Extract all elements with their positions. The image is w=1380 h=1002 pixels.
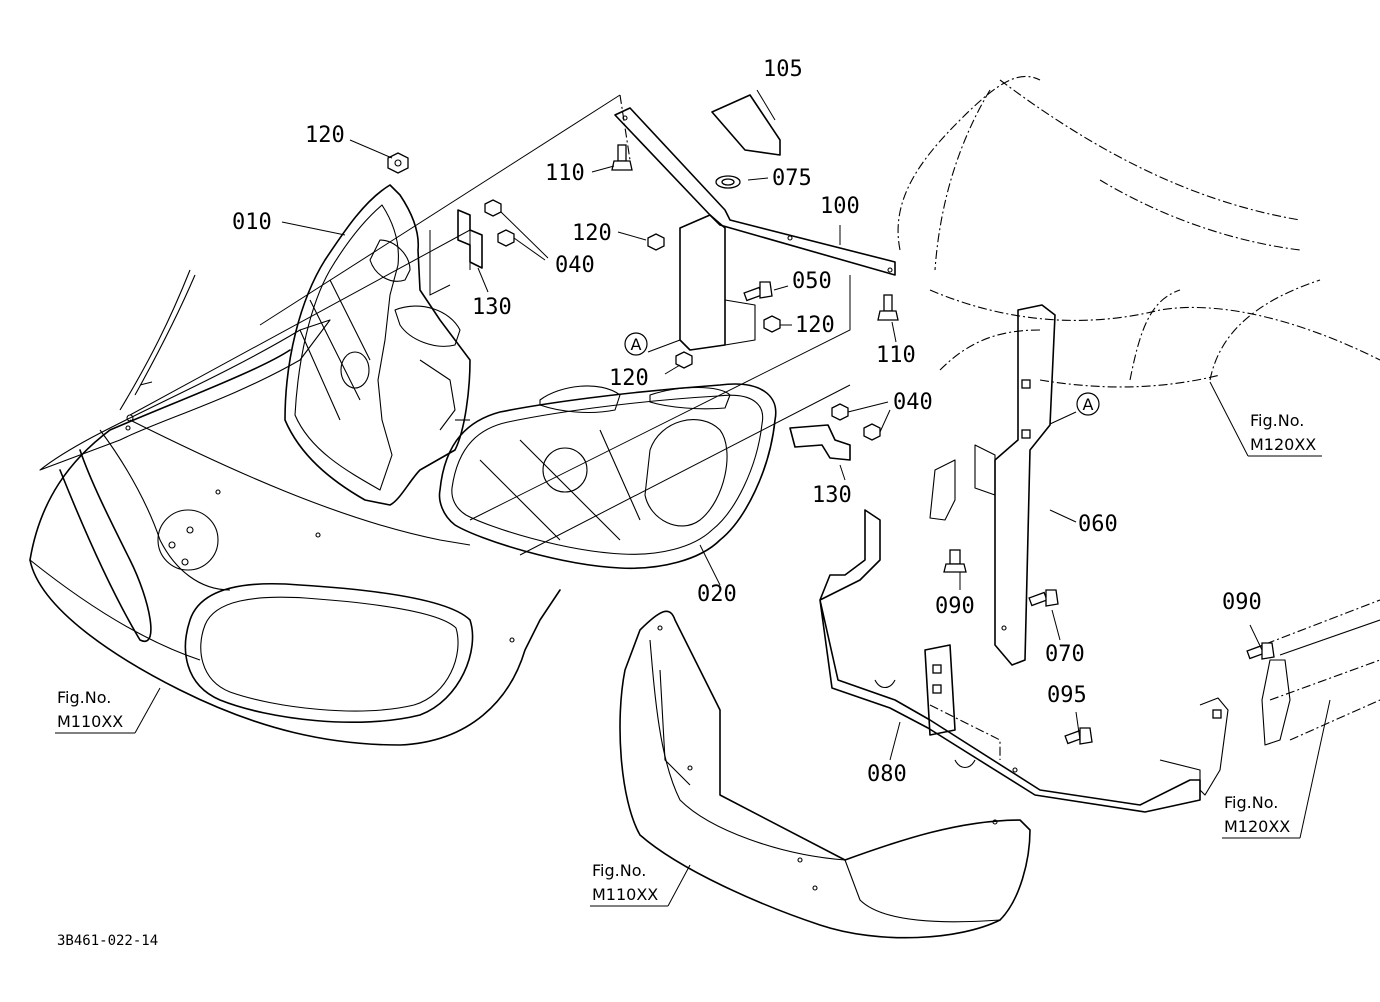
part-label-075[interactable]: 075	[772, 166, 812, 191]
nut-120-right-icon	[763, 315, 781, 333]
diagram-code: 3B461-022-14	[57, 933, 158, 949]
nut-040-a-icon	[484, 199, 502, 217]
small-bracket-130-left	[457, 209, 483, 269]
part-label-095[interactable]: 095	[1047, 683, 1087, 708]
part-label-120-right[interactable]: 120	[795, 313, 835, 338]
part-label-040-right[interactable]: 040	[893, 390, 933, 415]
part-label-090-right[interactable]: 090	[1222, 590, 1262, 615]
nut-040-c-icon	[831, 403, 849, 421]
bolt-090-left-icon	[943, 549, 967, 573]
part-label-120-lower[interactable]: 120	[609, 366, 649, 391]
figure-ref-number: M110XX	[57, 712, 123, 731]
figure-ref-prefix: Fig.No.	[1250, 411, 1304, 430]
part-label-070[interactable]: 070	[1045, 642, 1085, 667]
front-grille-hood	[29, 269, 561, 746]
figure-ref-m110xx-bottom[interactable]: Fig.No. M110XX	[590, 861, 691, 907]
part-label-110-right[interactable]: 110	[876, 343, 916, 368]
callout-a-right: A	[1049, 392, 1100, 425]
part-label-040-top[interactable]: 040	[555, 253, 595, 278]
lower-bracket-080	[819, 509, 1229, 813]
part-label-105[interactable]: 105	[763, 57, 803, 82]
part-label-090-left[interactable]: 090	[935, 594, 975, 619]
figure-ref-prefix: Fig.No.	[592, 861, 646, 880]
bolt-050-icon	[743, 281, 773, 302]
part-label-080[interactable]: 080	[867, 762, 907, 787]
leader-lines	[281, 89, 1263, 761]
cab-outline	[897, 75, 1380, 741]
nut-120-mid-icon	[647, 233, 665, 251]
callout-a-right-letter: A	[1083, 395, 1094, 414]
bolt-090-right-icon	[1246, 642, 1275, 660]
clip-075-icon	[715, 175, 741, 189]
nut-040-b-icon	[497, 229, 515, 247]
part-label-110-top[interactable]: 110	[545, 161, 585, 186]
small-bracket-130-right	[789, 424, 851, 461]
part-label-120-mid[interactable]: 120	[572, 221, 612, 246]
nut-120-top-icon	[387, 152, 409, 174]
headlight-bracket	[614, 94, 896, 351]
hardware	[387, 144, 1275, 745]
nut-040-d-icon	[863, 423, 881, 441]
figure-ref-number: M120XX	[1250, 435, 1316, 454]
figure-ref-number: M110XX	[592, 885, 658, 904]
callout-a-left: A	[624, 332, 681, 356]
part-label-100[interactable]: 100	[820, 194, 860, 219]
bolt-110-right-icon	[877, 294, 899, 321]
bolt-070-icon	[1028, 589, 1059, 607]
figure-ref-m120xx-cab[interactable]: Fig.No. M120XX	[1209, 381, 1322, 457]
headlight-right	[438, 383, 777, 570]
part-label-130-right[interactable]: 130	[812, 483, 852, 508]
callout-a-left-letter: A	[631, 335, 642, 354]
right-frame-member	[1261, 619, 1380, 746]
figure-ref-prefix: Fig.No.	[1224, 793, 1278, 812]
bolt-110-top-icon	[611, 144, 633, 171]
part-labels: 120 010 110 105 075 100 120 040 130 050 …	[232, 57, 1262, 787]
part-label-130-top[interactable]: 130	[472, 295, 512, 320]
part-label-120-top[interactable]: 120	[305, 123, 345, 148]
figure-ref-number: M120XX	[1224, 817, 1290, 836]
support-bracket-060	[929, 304, 1056, 666]
figure-ref-m110xx-left[interactable]: Fig.No. M110XX	[55, 687, 161, 734]
part-label-010[interactable]: 010	[232, 210, 272, 235]
part-label-060[interactable]: 060	[1078, 512, 1118, 537]
headlight-left	[284, 184, 471, 506]
figure-ref-m120xx-right[interactable]: Fig.No. M120XX	[1222, 699, 1331, 839]
front-bumper	[619, 610, 1031, 939]
nut-120-lower-icon	[675, 351, 693, 369]
part-label-050[interactable]: 050	[792, 269, 832, 294]
part-label-020[interactable]: 020	[697, 582, 737, 607]
figure-ref-prefix: Fig.No.	[57, 688, 111, 707]
reference-lines	[129, 94, 851, 556]
